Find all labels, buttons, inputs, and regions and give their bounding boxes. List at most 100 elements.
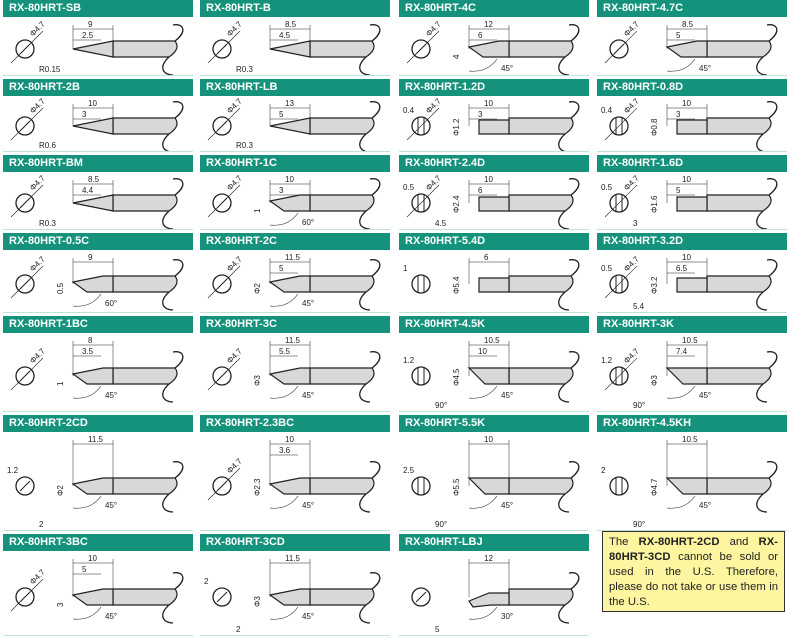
length-dimension-label: 8.5 (285, 20, 297, 29)
length-dimension-label: 8 (88, 336, 93, 345)
length-dimension-label: 5 (279, 110, 284, 119)
tip-model-header: RX-80HRT-1C (200, 155, 390, 172)
tip-shaft (706, 117, 772, 135)
cell-divider (3, 411, 193, 412)
end-view-icon: Φ4.7 (10, 173, 47, 218)
tip-profile (467, 477, 510, 495)
cell-divider (200, 411, 390, 412)
length-dimension-label: 10 (484, 175, 493, 184)
end-diameter-label: Φ4.7 (28, 19, 47, 38)
tip-profile (665, 367, 708, 385)
length-dimension-label: 13 (285, 99, 294, 108)
break-line (766, 351, 778, 369)
end-view-icon: 2 (204, 577, 232, 607)
length-dimension-label: 10 (478, 347, 487, 356)
end-width-label: 1 (403, 264, 408, 273)
side-dimension-label: Φ5.4 (452, 276, 461, 294)
side-dimension-label: Φ0.8 (650, 118, 659, 136)
break-line (162, 604, 174, 624)
tip-shaft (112, 117, 178, 135)
break-line (162, 291, 174, 311)
tip-profile (478, 277, 510, 293)
end-diameter-label: Φ4.7 (28, 96, 47, 115)
end-diameter-label: Φ4.7 (622, 254, 641, 273)
break-line (369, 461, 381, 479)
angle-arc (269, 606, 299, 620)
tip-shaft (706, 40, 772, 58)
notice-text: The (609, 536, 639, 548)
end-view-icon: 2.5 (403, 466, 431, 496)
length-dimension-label: 4.5 (279, 31, 291, 40)
tip-shaft (508, 588, 574, 606)
cell-divider (200, 151, 390, 152)
tip-dimension-label: R0.3 (236, 141, 253, 150)
break-line (172, 24, 184, 42)
length-dimension-label: 10 (285, 175, 294, 184)
tip-profile (268, 275, 311, 293)
tip-profile (269, 117, 311, 135)
break-line (568, 351, 580, 369)
tip-profile (72, 117, 114, 135)
break-line (558, 604, 570, 624)
cell-divider (399, 229, 589, 230)
length-dimension-label: 11.5 (285, 336, 301, 345)
end-view-icon: Φ4.7 (207, 346, 244, 391)
end-width-label: 0.5 (601, 264, 613, 273)
tip-model-header: RX-80HRT-4.7C (597, 0, 787, 17)
end-view-icon: Φ4.7 (10, 567, 47, 612)
break-line (756, 210, 768, 229)
tip-model-header: RX-80HRT-4C (399, 0, 589, 17)
cell-divider (3, 75, 193, 76)
tip-dimension-label: R0.3 (236, 65, 253, 74)
end-diameter-label: Φ4.7 (622, 173, 641, 192)
tip-shaft (706, 367, 772, 385)
cell-divider (3, 151, 193, 152)
length-dimension-label: 10 (285, 435, 294, 444)
tip-model-header: RX-80HRT-4.5KH (597, 415, 787, 432)
tip-shaft (112, 275, 178, 293)
tip-dimension-label: R0.6 (39, 141, 56, 150)
tip-shaft (508, 40, 574, 58)
side-dimension-label: Φ2 (253, 283, 262, 294)
length-dimension-label: 10 (682, 99, 691, 108)
break-line (369, 24, 381, 42)
end-view-icon: Φ4.7 (207, 96, 244, 141)
tip-model-header: RX-80HRT-2.4D (399, 155, 589, 172)
side-dimension-label: Φ3 (253, 596, 262, 607)
break-line (359, 291, 371, 311)
angle-arc (468, 495, 498, 509)
angle-label: 45° (699, 501, 711, 510)
angle-label: 45° (699, 391, 711, 400)
end-diameter-label: Φ4.7 (225, 19, 244, 38)
break-line (172, 461, 184, 479)
cell-divider (597, 151, 787, 152)
tip-dimension-label: 90° (633, 520, 645, 529)
tip-model-header: RX-80HRT-1.2D (399, 79, 589, 96)
tip-model-header: RX-80HRT-LBJ (399, 534, 589, 551)
tip-model-header: RX-80HRT-5.5K (399, 415, 589, 432)
tip-dimension-label: 2 (236, 625, 241, 634)
side-dimension-label: 4 (452, 54, 461, 59)
angle-label: 60° (105, 299, 117, 308)
tip-model-header: RX-80HRT-2.3BC (200, 415, 390, 432)
break-line (162, 383, 174, 403)
break-line (756, 133, 764, 151)
tip-shaft (112, 588, 178, 606)
cell-divider (200, 75, 390, 76)
break-line (568, 259, 580, 277)
tip-model-header: RX-80HRT-5.4D (399, 233, 589, 250)
tip-model-header: RX-80HRT-3CD (200, 534, 390, 551)
